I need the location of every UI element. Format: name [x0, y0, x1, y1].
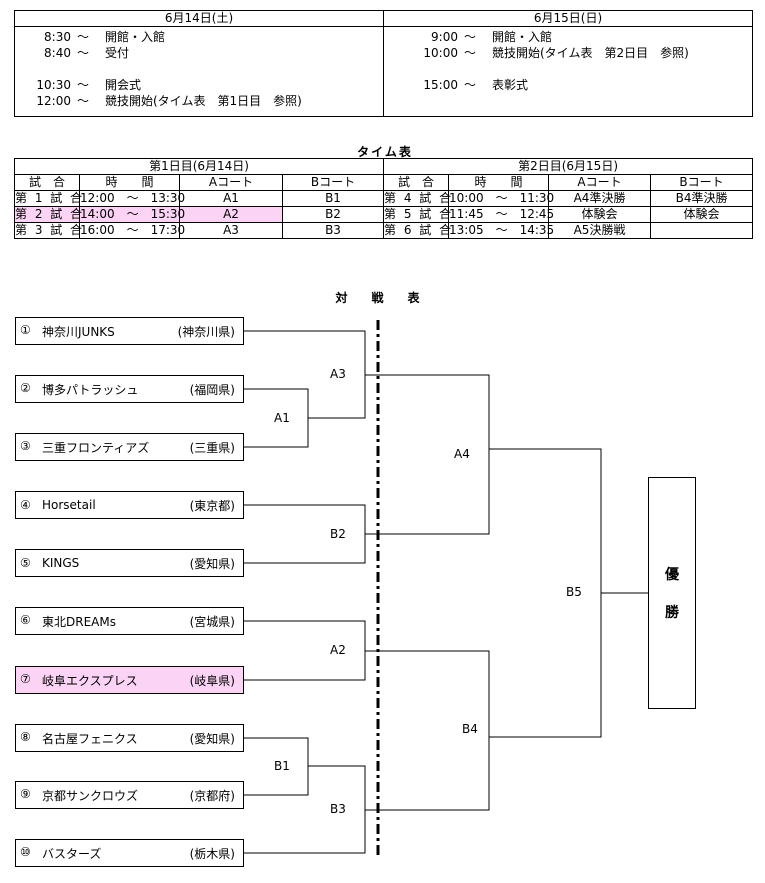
match-label-b2: B2 [330, 527, 346, 541]
team-prefecture: (神奈川県) [177, 324, 235, 339]
schedule-table: 6月14日(土) 6月15日(日) 8:30～開館・入館 8:40～受付 10:… [14, 10, 753, 117]
match-label-a3: A3 [330, 367, 346, 381]
team-name: 京都サンクロウズ [42, 788, 139, 803]
day2-events: 9:00～開館・入館 10:00～競技開始(タイム表 第2日目 参照) 15:0… [383, 26, 753, 117]
bracket-line-a4 [365, 374, 490, 535]
team-prefecture: (福岡県) [189, 382, 235, 397]
column-header: Bコート [281, 174, 385, 191]
team-name: 博多パトラッシュ [42, 382, 139, 397]
timetable: 第1日目(6月14日) 第2日目(6月15日) 試 合 時 間 Aコート Bコー… [13, 158, 754, 239]
team-name: 東北DREAMs [42, 614, 116, 629]
bracket-title: 対 戦 表 [335, 291, 426, 305]
event-row: 8:40～受付 [44, 46, 130, 60]
match-label-b1: B1 [274, 759, 290, 773]
team-prefecture: (岐阜県) [189, 673, 235, 688]
match-label-b4: B4 [462, 722, 478, 736]
team-prefecture: (愛知県) [189, 556, 235, 571]
team-prefecture: (愛知県) [189, 731, 235, 746]
bracket-line-a3 [244, 330, 366, 419]
bracket-line-b4 [365, 650, 490, 811]
bracket-line-a2 [244, 620, 366, 681]
match-label-b3: B3 [330, 802, 346, 816]
team-name: 名古屋フェニクス [42, 731, 138, 746]
team-prefecture: (宮城県) [189, 614, 235, 629]
table-row: 第 1 試 合 12:00 ～ 13:30 A1 B1 第 4 試 合 10:0… [14, 190, 754, 207]
bracket-line-b2 [244, 504, 366, 564]
match-label-b5: B5 [566, 585, 582, 599]
table-row: 第 3 試 合 16:00 ～ 17:30 A3 B3 第 6 試 合 13:0… [14, 222, 754, 239]
event-row: 9:00～開館・入館 [431, 30, 553, 44]
event-row: 15:00～表彰式 [423, 78, 529, 92]
team-prefecture: (京都府) [189, 788, 235, 803]
event-row: 10:00～競技開始(タイム表 第2日目 参照) [423, 46, 689, 60]
team-name: Horsetail [42, 498, 96, 512]
team-prefecture: (栃木県) [189, 846, 235, 861]
timetable-title: タイム表 [357, 145, 413, 159]
team-name: 岐阜エクスプレス [42, 673, 138, 688]
match-label-a4: A4 [454, 447, 470, 461]
champion-box: 優 勝 [648, 477, 696, 709]
bracket-line-b5 [489, 448, 602, 738]
column-header: 時 間 [79, 174, 180, 191]
team-name: 神奈川JUNKS [42, 324, 115, 339]
team-name: バスターズ [42, 846, 102, 861]
team-prefecture: (三重県) [189, 440, 235, 455]
event-row: 8:30～開館・入館 [44, 30, 166, 44]
event-row: 12:00～競技開始(タイム表 第1日目 参照) [36, 94, 302, 108]
team-name: 三重フロンティアズ [42, 440, 150, 455]
table-row-highlighted: 第 2 試 合 14:00 ～ 15:30 A2 B2 第 5 試 合 11:4… [14, 206, 754, 223]
column-header: Aコート [179, 174, 283, 191]
team-name: KINGS [42, 556, 80, 570]
bracket-line-b3 [244, 765, 366, 854]
event-row: 10:30～開会式 [36, 78, 142, 92]
match-label-a1: A1 [274, 411, 290, 425]
team-prefecture: (東京都) [189, 498, 235, 513]
match-label-a2: A2 [330, 643, 346, 657]
day1-events: 8:30～開館・入館 8:40～受付 10:30～開会式 12:00～競技開始(… [14, 26, 384, 117]
